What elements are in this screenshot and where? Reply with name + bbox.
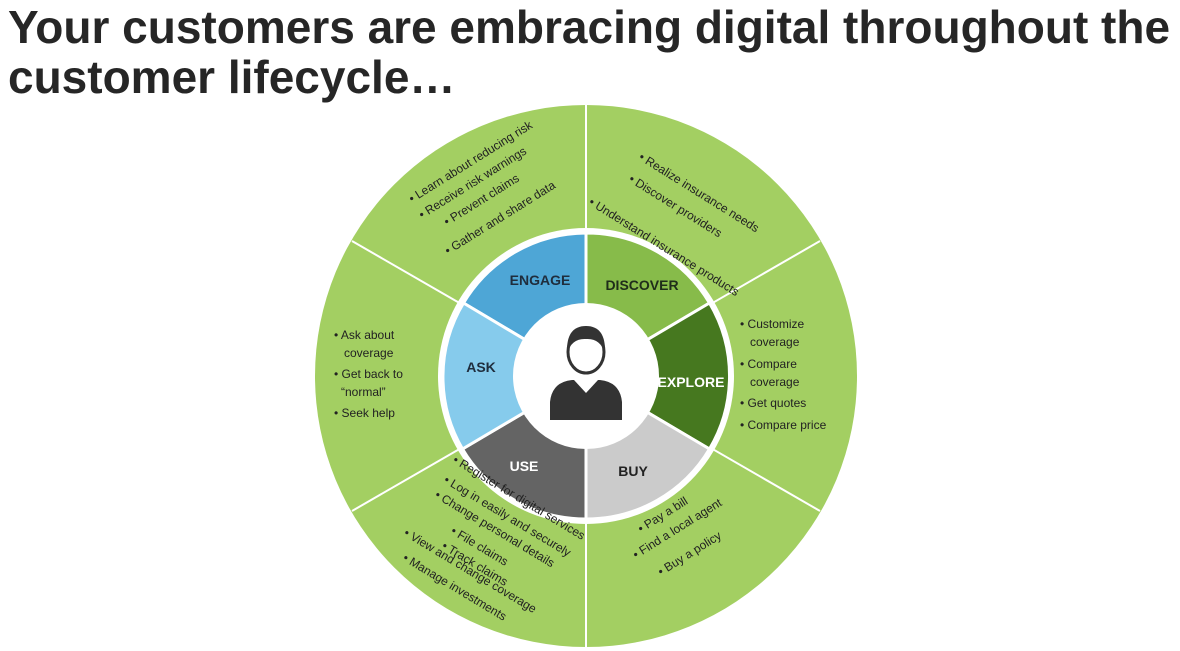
- stage-label-ask: ASK: [466, 359, 496, 375]
- stage-label-discover: DISCOVER: [605, 277, 678, 293]
- stage-label-buy: BUY: [618, 463, 648, 479]
- stage-label-use: USE: [510, 458, 539, 474]
- stage-labels: ENGAGE DISCOVER EXPLORE BUY USE ASK: [466, 272, 724, 479]
- person-icon: [550, 326, 622, 420]
- explore-bullet-1b: coverage: [750, 335, 800, 349]
- ask-bullet-2b: “normal”: [341, 385, 386, 399]
- ask-bullet-1b: coverage: [344, 346, 394, 360]
- page-title: Your customers are embracing digital thr…: [8, 2, 1178, 102]
- ask-bullets: • Ask about coverage • Get back to “norm…: [334, 328, 403, 420]
- stage-label-explore: EXPLORE: [658, 374, 725, 390]
- explore-bullet-2b: coverage: [750, 375, 800, 389]
- explore-bullet-3: • Get quotes: [740, 396, 806, 410]
- title-line-2: customer lifecycle…: [8, 51, 456, 103]
- ask-bullet-2: • Get back to: [334, 367, 403, 381]
- explore-bullet-1: • Customize: [740, 317, 805, 331]
- ask-bullet-1: • Ask about: [334, 328, 395, 342]
- explore-bullet-4: • Compare price: [740, 418, 827, 432]
- explore-bullet-2: • Compare: [740, 357, 797, 371]
- ask-bullet-3: • Seek help: [334, 406, 395, 420]
- title-line-1: Your customers are embracing digital thr…: [8, 1, 1171, 53]
- center-circle: [513, 303, 659, 449]
- explore-bullets: • Customize coverage • Compare coverage …: [740, 317, 827, 432]
- stage-label-engage: ENGAGE: [510, 272, 571, 288]
